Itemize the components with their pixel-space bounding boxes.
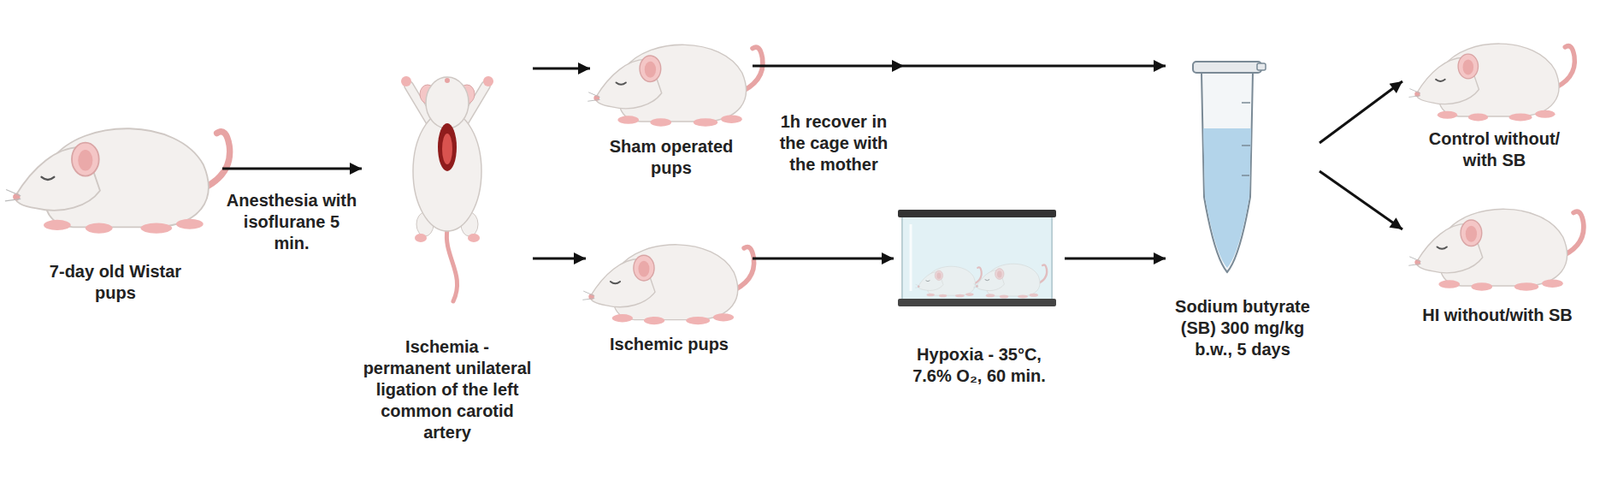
caption-text: Sham operated pups <box>607 135 736 179</box>
caption-text: HI without/with SB <box>1402 304 1593 326</box>
rat-pup <box>582 244 754 325</box>
edge-label: 1h recover in the cage with the mother <box>778 111 890 176</box>
step-node: Sodium butyrate (SB) 300 mg/kg b.w., 5 d… <box>1165 55 1320 361</box>
caption-text: Sodium butyrate (SB) 300 mg/kg b.w., 5 d… <box>1165 295 1320 361</box>
flow-arrow <box>1319 81 1403 143</box>
step-node: Hypoxia - 35°C, 7.6% O₂, 60 min. <box>893 205 1065 387</box>
rat-pup <box>1408 208 1584 290</box>
caption-text: Ischemia - permanent unilateral ligation… <box>361 336 533 443</box>
sample-tube <box>1192 61 1266 272</box>
caption-text: Control without/ with SB <box>1419 128 1570 172</box>
step-node: Ischemia - permanent unilateral ligation… <box>361 59 533 443</box>
step-node: Ischemic pups <box>585 218 753 355</box>
step-node: Sham operated pups <box>590 21 753 179</box>
rat-pup <box>1409 43 1576 121</box>
supine-rat <box>401 76 494 302</box>
step-node: Control without/ with SB <box>1402 21 1587 172</box>
flow-arrow <box>1064 257 1166 260</box>
hypoxia-chamber <box>897 209 1057 307</box>
caption-text: Ischemic pups <box>596 333 743 355</box>
step-node: 7-day old Wistar pups <box>8 94 223 304</box>
rat-pup <box>5 128 231 233</box>
flow-arrow <box>532 257 586 260</box>
flow-arrow <box>222 167 362 171</box>
rat-pup <box>587 44 763 126</box>
step-node: HI without/with SB <box>1402 183 1593 326</box>
flow-arrow <box>752 64 1166 68</box>
flow-arrow <box>752 257 894 260</box>
caption-text: Hypoxia - 35°C, 7.6% O₂, 60 min. <box>900 343 1059 387</box>
flow-arrow <box>532 67 591 71</box>
flow-arrow <box>1319 171 1403 230</box>
caption-text: 7-day old Wistar pups <box>28 260 204 304</box>
edge-label: Anesthesia with isoflurane 5 min. <box>224 189 360 254</box>
